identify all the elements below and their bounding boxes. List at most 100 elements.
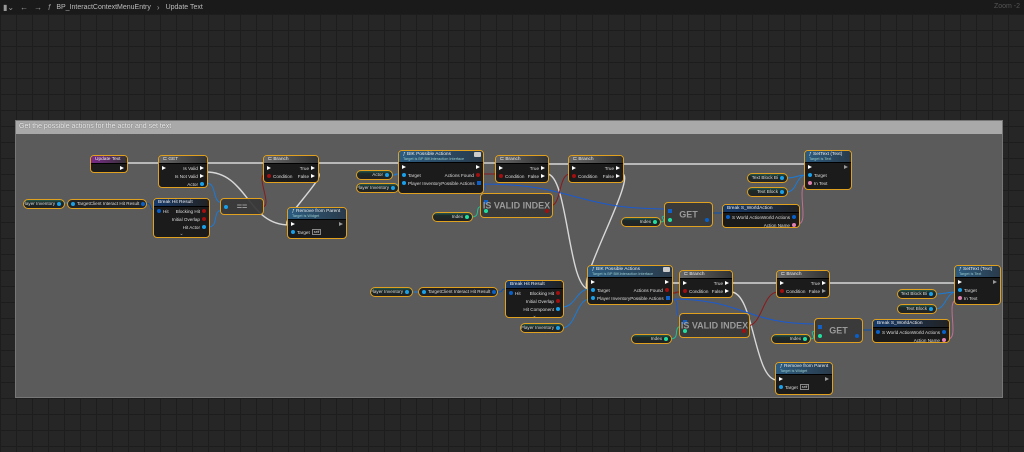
exec-pin[interactable] [499,166,503,170]
condition-pin[interactable]: Condition [572,174,597,179]
text-block-pin[interactable]: Text Block [906,306,933,311]
object-pin-icon[interactable] [808,173,812,177]
exec-pin-icon[interactable] [541,174,545,178]
array-pin-icon[interactable] [665,296,670,300]
exec-pin-icon[interactable] [200,174,204,178]
object-pin-icon[interactable] [958,288,962,292]
exec-pin-icon[interactable] [616,166,620,170]
back-arrow-icon[interactable]: ← [20,2,29,12]
struct-pin-icon[interactable] [876,330,880,334]
exec-pin[interactable] [591,280,595,284]
idx1-node[interactable]: Index [432,212,473,222]
int-pin[interactable] [668,217,672,222]
bool-pin[interactable] [545,208,549,213]
object-pin-icon[interactable] [71,201,75,206]
expand-chevron-icon[interactable]: ⌄ [532,313,537,318]
self-default[interactable]: self [311,229,322,235]
in-text-pin[interactable]: In Text [958,296,977,301]
exec-pin-icon[interactable] [616,174,620,178]
int-pin-icon[interactable] [668,217,672,222]
exec-pin-icon[interactable] [822,281,826,285]
exec-pin[interactable] [267,166,271,170]
idx2-node[interactable]: Index [621,217,661,227]
true-pin[interactable]: True [300,166,315,171]
exec-pin[interactable] [402,165,406,169]
object-pin-icon[interactable] [591,296,595,300]
struct-pin-icon[interactable] [855,333,859,338]
exec-pin-icon[interactable] [993,280,997,284]
get1-node[interactable]: GET [664,202,713,227]
actions-found-pin[interactable]: Actions Found [634,288,669,293]
exec-pin[interactable] [808,165,812,169]
exec-pin-icon[interactable] [476,165,480,169]
bool-pin-icon[interactable] [202,209,206,213]
bool-pin-icon[interactable] [476,173,480,177]
target-pin[interactable]: Target [422,289,441,294]
true-pin[interactable]: True [605,166,620,171]
array-pin-icon[interactable] [476,181,481,185]
exec-pin[interactable] [683,281,687,285]
array-pin[interactable] [818,324,822,329]
bool-pin[interactable] [256,213,260,214]
exec-pin-icon[interactable] [958,280,962,284]
true-pin[interactable]: True [811,281,826,286]
client-interact-hit-result-pin[interactable]: Client Interact Hit Result [441,289,497,294]
bool-pin-icon[interactable] [780,289,784,293]
array-pin-icon[interactable] [484,199,488,204]
object-pin-icon[interactable] [224,204,228,209]
initial-overlap-pin[interactable]: Initial Overlap [526,299,560,304]
node-header[interactable]: ⊏ Branch [777,271,829,279]
client-interact-hit-result-pin[interactable]: Client Interact Hit Result [90,201,146,206]
object-pin-icon[interactable] [391,185,395,190]
possible-actions-pin[interactable]: Possible Actions [630,296,670,301]
exec-pin[interactable] [476,165,480,169]
array-pin-icon[interactable] [683,319,687,324]
exec-pin[interactable] [120,166,124,170]
array-pin[interactable] [668,208,672,213]
exec-pin-icon[interactable] [591,280,595,284]
s-world-action-pin[interactable]: S World Action [726,215,762,220]
struct-pin-icon[interactable] [792,215,797,219]
exec-pin-icon[interactable] [808,165,812,169]
struct-pin-icon[interactable] [726,215,730,219]
node-header[interactable]: ƒ SetText (Text)Target is Text [805,151,851,163]
exec-pin-icon[interactable] [267,166,271,170]
is-valid-pin[interactable]: Is Valid [183,166,204,171]
exec-hollow-pin[interactable] [825,377,829,381]
exec-pin[interactable] [162,166,166,170]
idx4-node[interactable]: Index [771,334,811,344]
condition-pin[interactable]: Condition [499,174,524,179]
true-pin[interactable]: True [714,281,729,286]
object-pin-icon[interactable] [929,291,933,296]
int-pin[interactable] [683,328,687,333]
exec-hollow-pin[interactable] [339,222,343,226]
bool-pin-icon[interactable] [572,174,576,178]
object-pin-icon[interactable] [291,230,295,234]
exec-pin-icon[interactable] [200,166,204,170]
struct-pin-icon[interactable] [141,201,146,206]
text-pin-icon[interactable] [792,223,796,227]
action-name-pin[interactable]: Action Name [914,338,946,342]
player-inventory-pin[interactable]: Player Inventory [591,296,630,301]
exec-pin-icon[interactable] [825,377,829,381]
player-inventory-pin[interactable]: Player Inventory [402,181,441,186]
exec-hollow-pin[interactable] [844,165,848,169]
tb2-node[interactable]: Text Block [897,304,937,314]
target-pin[interactable]: Target [402,173,421,178]
actor-node[interactable]: Actor [356,170,393,180]
exec-pin-icon[interactable] [311,174,315,178]
expand-chevron-icon[interactable]: ⌄ [179,231,184,237]
index-pin[interactable]: Index [790,336,807,341]
node-header[interactable]: Break S_WorldAction [723,205,799,213]
object-pin-icon[interactable] [780,189,784,194]
exec-pin-icon[interactable] [339,222,343,226]
hit-pin[interactable]: Hit [509,291,521,296]
